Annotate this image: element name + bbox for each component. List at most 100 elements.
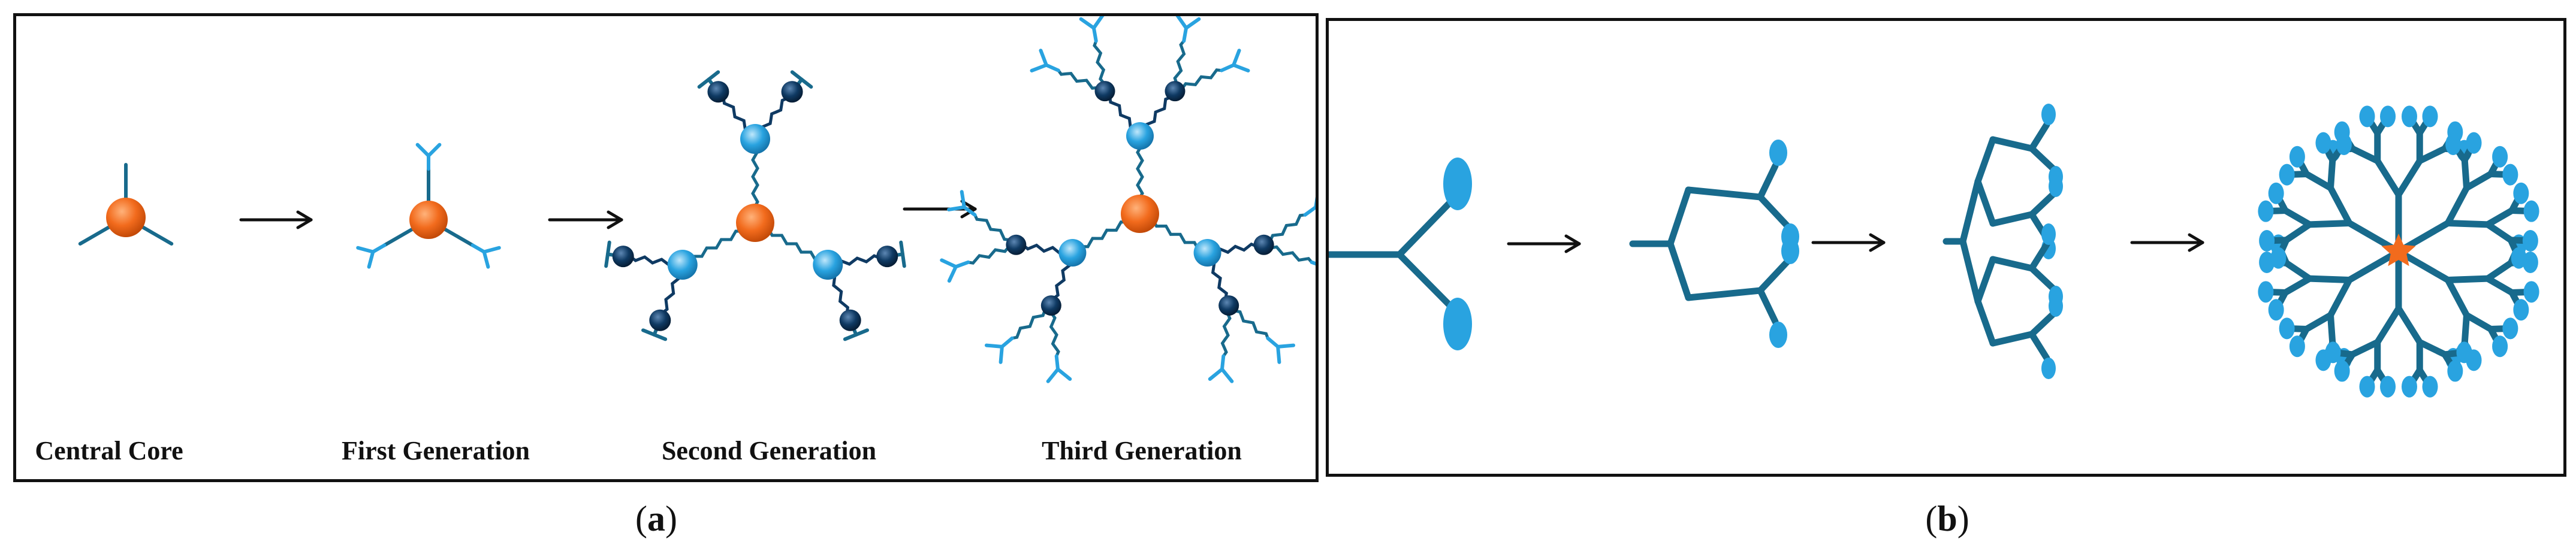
arrow-b1-head-bottom — [1564, 242, 1581, 253]
g3-fork-1-1-1-left-arm — [1220, 367, 1234, 383]
b4-branch-2-l-r-r-blob — [2279, 317, 2295, 340]
g3-fork-2-1-0-right-arm — [940, 258, 958, 269]
b4-branch-1-r-l-l-blob — [2502, 317, 2518, 340]
b3-unit-1-inner — [2028, 145, 2056, 172]
b4-branch-5-r-r-r-blob — [2325, 341, 2341, 364]
b4-branch-2-r-l — [2282, 275, 2313, 296]
g1-fork-2-stem — [371, 243, 387, 254]
g2-end-1-0-bar — [899, 240, 906, 268]
b1-upper-blob — [1443, 158, 1472, 210]
g2-navy-sphere-0-1 — [781, 81, 803, 103]
b4-branch-5-r-l-r-blob — [2359, 376, 2375, 398]
b4-branch-3-l-l-l-blob — [2270, 247, 2287, 269]
g3-navy-sphere-0-1 — [1165, 81, 1186, 102]
b2-upper-unit-diag — [1667, 186, 1692, 247]
arrow-a1-head-top — [296, 210, 313, 222]
b4-branch-4-r-r-l-blob — [2522, 229, 2538, 252]
b3-unit-3-diag — [1974, 256, 1996, 305]
stage-label-first-generation: First Generation — [341, 436, 530, 465]
b4-branch-4-r-r-r-blob — [2511, 247, 2527, 269]
b2-lower-unit-inner — [1757, 258, 1791, 294]
g2-navy-sphere-1-1 — [839, 309, 861, 331]
b4-branch-2-r-r — [2283, 259, 2313, 282]
g3-fork-0-0-1-left-arm — [1079, 17, 1096, 30]
g3-navy-sphere-1-0 — [1253, 234, 1274, 255]
b2-lower-unit-bar — [1685, 287, 1764, 301]
g3-fork-0-0-1-right-arm — [1091, 16, 1105, 30]
panel-a-caption-letter: a — [647, 499, 665, 538]
g3-navy-sphere-0-0 — [1094, 81, 1115, 102]
b4-branch-5-l — [2395, 305, 2423, 346]
central-core-sphere — [106, 198, 146, 237]
b3-unit-2-inner-blob — [2049, 175, 2063, 197]
g3-fork-1-1-0-right-arm — [1276, 344, 1281, 364]
second-gen-core-sphere — [736, 204, 774, 242]
g3-fork-0-0-0-right-arm — [1039, 49, 1048, 67]
b4-branch-4-r-r — [2484, 221, 2514, 244]
g2-end-2-1-bar — [604, 240, 611, 268]
b4-branch-3-l — [2306, 220, 2353, 228]
g2-end-1-1-bar — [843, 328, 869, 341]
g2-end-0-1-bar — [790, 70, 813, 89]
b4-branch-4-l — [2444, 184, 2470, 226]
g3-fork-2-0-1-right-arm — [984, 343, 1004, 349]
b4-branch-1-l-r-l-blob — [2523, 281, 2539, 303]
b4-branch-3-r — [2327, 184, 2353, 226]
g3-fork-0-1-0-right-arm — [1184, 17, 1201, 30]
b3-unit-4-outer-blob — [2041, 358, 2056, 379]
b4-branch-5-r-r-l-blob — [2334, 360, 2350, 382]
panel-a-diagram — [78, 16, 1316, 383]
b4-branch-5-r-l-l-blob — [2380, 376, 2396, 398]
g3-fork-2-1-1-stem — [962, 205, 977, 217]
b3-unit-4-inner-blob — [2049, 295, 2063, 317]
arrow-a2-head-top — [607, 210, 623, 222]
panel-a-caption: (a) — [635, 499, 677, 538]
b4-branch-1-l-r — [2484, 275, 2515, 296]
b1-upper-arm — [1396, 191, 1461, 258]
b3-unit-1-outer — [2028, 121, 2050, 152]
b4-branch-3-l-l-r-blob — [2259, 229, 2275, 252]
b3-down-trunk — [1959, 238, 1981, 305]
b4-branch-0-r-r — [2416, 145, 2448, 165]
g3-fork-2-1-0-stem — [954, 260, 970, 269]
third-gen-core-sphere — [1121, 195, 1159, 233]
b3-unit-4-bar — [1989, 331, 2035, 347]
arrow-a2-head-bottom — [607, 218, 623, 229]
b4-branch-4-r-l-l-blob — [2513, 182, 2529, 204]
b3-unit-4-diag — [1974, 298, 1996, 347]
b4-branch-2-l-r-l-blob — [2289, 335, 2305, 358]
b4-branch-5-r-r — [2349, 338, 2381, 358]
b3-unit-1-diag — [1974, 136, 1996, 185]
b4-branch-1-r-l-r-blob — [2492, 335, 2508, 358]
g3-fork-0-0-0-stem — [1044, 63, 1060, 72]
b4-branch-4-l-r-l-blob — [2492, 146, 2508, 168]
b3-unit-4-inner — [2028, 311, 2056, 338]
stage-label-central-core: Central Core — [35, 436, 183, 465]
b4-branch-0-l — [2374, 158, 2402, 198]
g3-blue-sphere-1 — [1193, 239, 1221, 267]
b4-branch-2-l-l — [2327, 311, 2336, 347]
b3-unit-3-outer-blob — [2041, 223, 2056, 245]
g3-fork-0-1-0-stem — [1182, 26, 1189, 43]
b4-branch-4-r — [2444, 220, 2491, 228]
b4-star-core — [2381, 234, 2416, 267]
g2-blue-sphere-2 — [667, 250, 698, 280]
b3-up-trunk — [1959, 178, 1981, 245]
b3-unit-1-bar — [1989, 136, 2035, 152]
b4-branch-4-l-l-r-blob — [2466, 132, 2482, 154]
b3-unit-2-bar — [1989, 211, 2035, 227]
b4-branch-1-l-l — [2484, 259, 2514, 282]
g3-fork-1-1-1-stem — [1220, 354, 1226, 371]
b2-upper-unit-inner — [1757, 193, 1791, 229]
g2-navy-sphere-2-0 — [649, 309, 671, 331]
b4-branch-1-l-r-r-blob — [2513, 299, 2529, 321]
b4-branch-3-r-r-r-blob — [2336, 133, 2352, 155]
b4-branch-4-l-l — [2461, 156, 2470, 192]
b4-branch-0-l-r-r-blob — [2380, 105, 2396, 128]
b2-upper-unit-bar — [1685, 186, 1764, 201]
b4-branch-4-l-r — [2463, 171, 2494, 192]
panel-b-diagram — [1329, 104, 2539, 398]
g1-fork-0-left-arm — [415, 143, 430, 158]
b3-unit-3-inner — [2028, 265, 2056, 292]
arrow-b3-head-bottom — [2188, 241, 2204, 252]
